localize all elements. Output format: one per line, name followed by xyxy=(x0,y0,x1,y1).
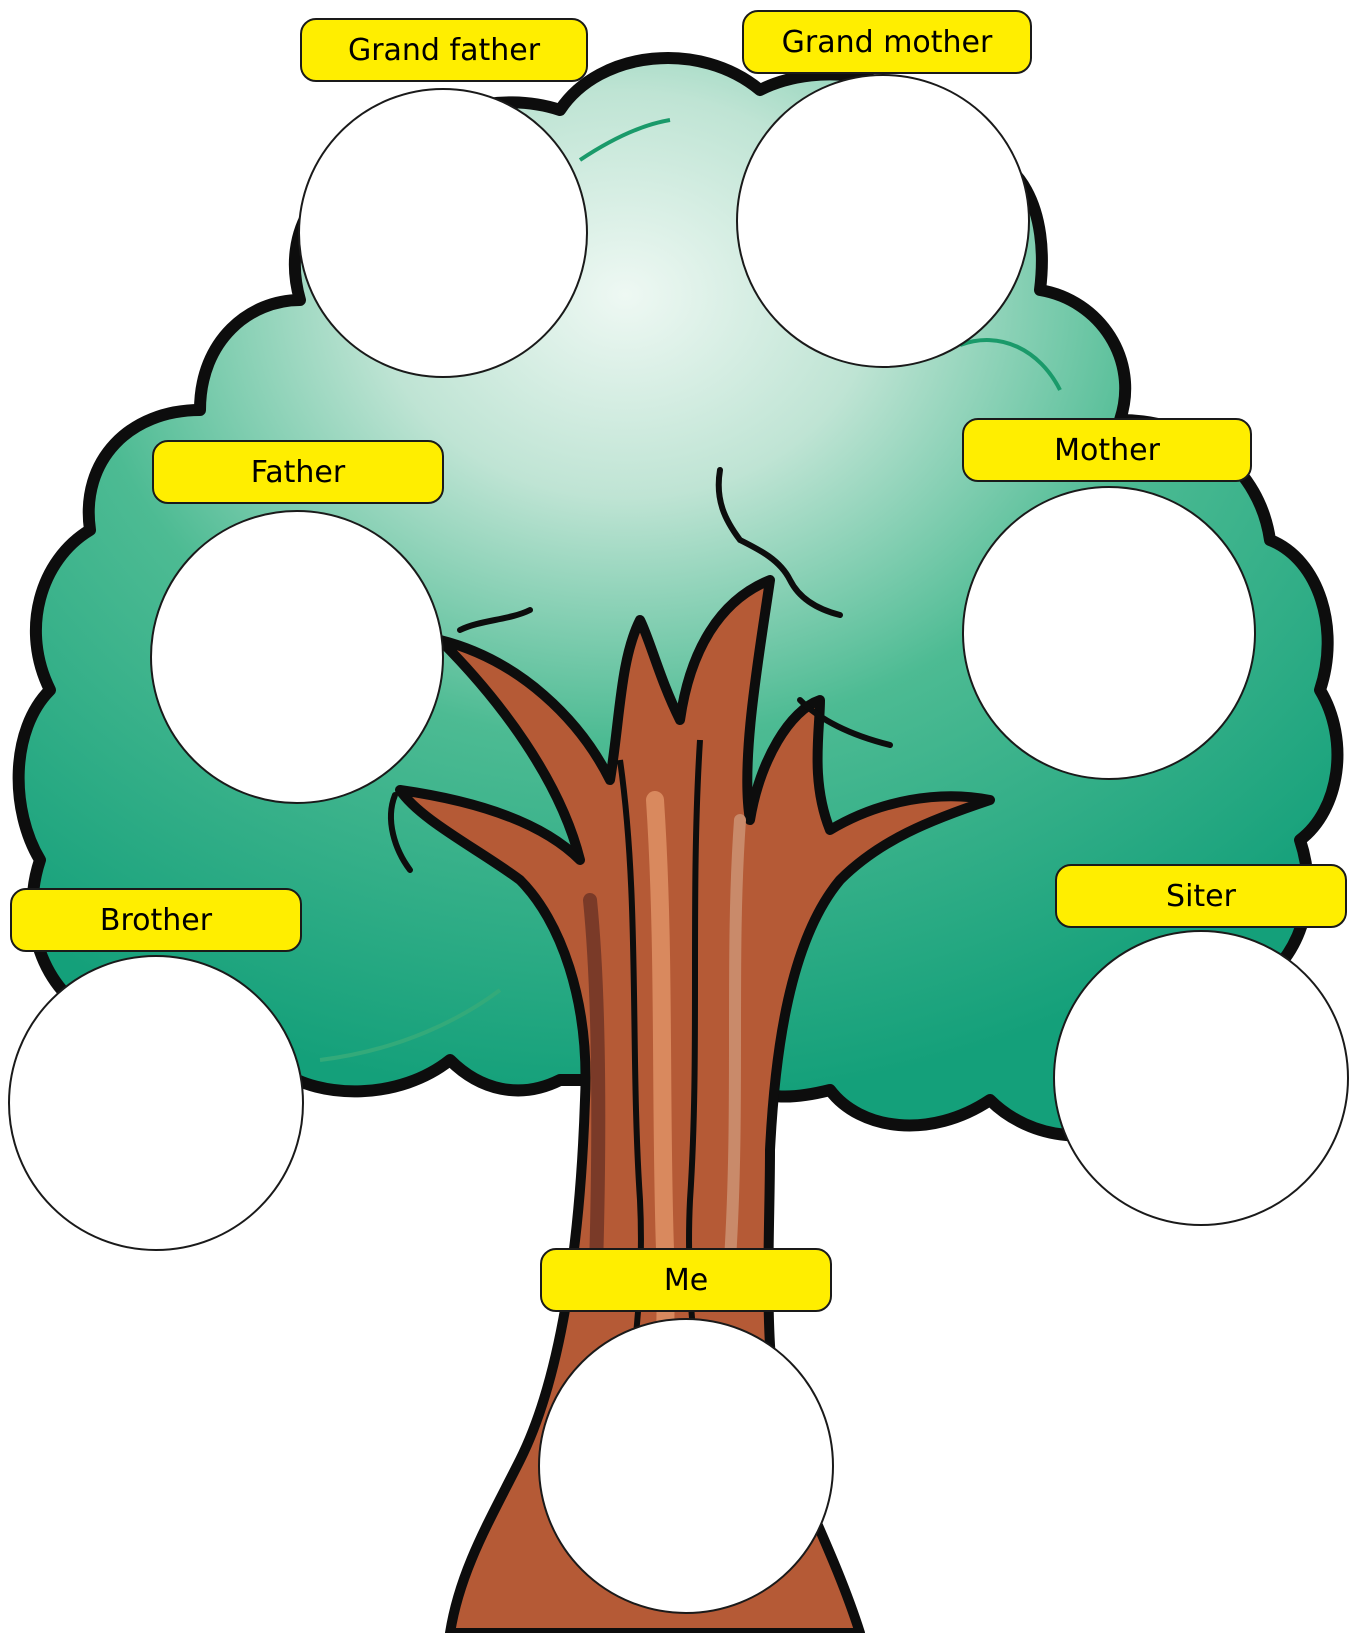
grandfather-label: Grand father xyxy=(300,18,588,82)
me-label: Me xyxy=(540,1248,832,1312)
mother-label: Mother xyxy=(962,418,1252,482)
grandfather-photo-circle[interactable] xyxy=(298,88,588,378)
trunk-highlight xyxy=(730,820,740,1260)
brother-label: Brother xyxy=(10,888,302,952)
grandmother-label: Grand mother xyxy=(742,10,1032,74)
sister-photo-circle[interactable] xyxy=(1053,930,1349,1226)
father-photo-circle[interactable] xyxy=(150,510,444,804)
mother-photo-circle[interactable] xyxy=(962,486,1256,780)
brother-photo-circle[interactable] xyxy=(8,955,304,1251)
grandmother-photo-circle[interactable] xyxy=(736,74,1030,368)
father-label: Father xyxy=(152,440,444,504)
sister-label: Siter xyxy=(1055,864,1347,928)
me-photo-circle[interactable] xyxy=(538,1318,834,1614)
